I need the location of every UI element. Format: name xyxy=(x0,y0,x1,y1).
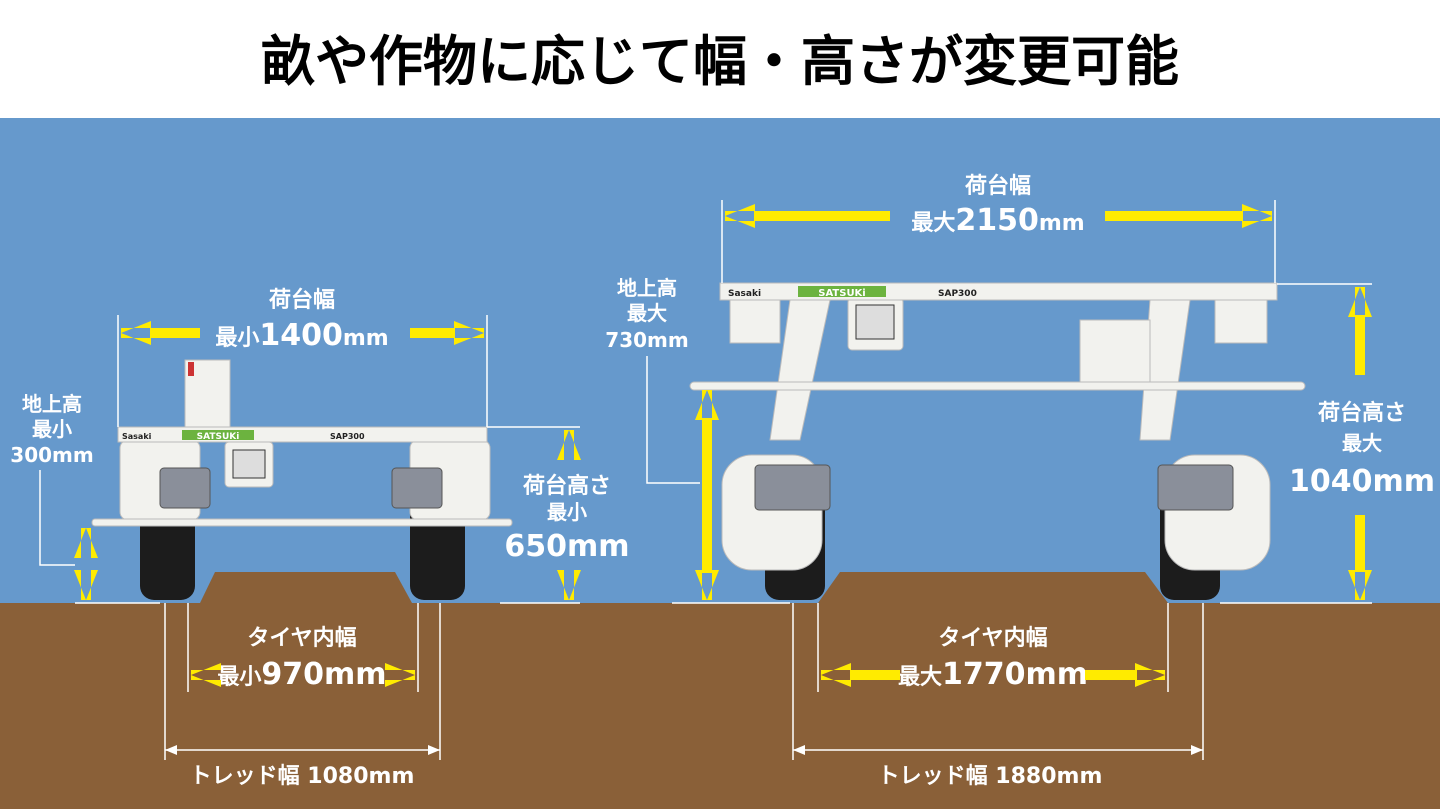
title-band xyxy=(0,0,1440,118)
svg-text:荷台幅: 荷台幅 xyxy=(269,287,335,313)
ridge-right xyxy=(818,572,1168,603)
robot-maximum: SATSUKi Sasaki SAP300 xyxy=(689,282,1306,600)
maker-logo: Sasaki xyxy=(122,432,152,441)
svg-text:地上高: 地上高 xyxy=(617,276,677,300)
svg-text:タイヤ内幅: タイヤ内幅 xyxy=(247,626,356,651)
deck-width-min: 荷台幅 最小1400mm xyxy=(117,287,488,427)
model-name-badge: SATSUKi xyxy=(197,432,240,442)
svg-text:タイヤ内幅: タイヤ内幅 xyxy=(938,626,1047,651)
ground xyxy=(0,603,1440,809)
model-code-badge: SAP300 xyxy=(938,289,977,299)
tread-width-min: トレッド幅 1080mm xyxy=(164,603,441,789)
svg-text:最大2150mm: 最大2150mm xyxy=(911,203,1084,238)
svg-text:地上高: 地上高 xyxy=(22,392,82,416)
svg-text:荷台幅: 荷台幅 xyxy=(965,173,1031,199)
svg-text:最小1400mm: 最小1400mm xyxy=(215,318,388,353)
svg-text:最大: 最大 xyxy=(1342,431,1382,455)
svg-text:300mm: 300mm xyxy=(10,443,93,467)
svg-text:最小: 最小 xyxy=(547,500,587,524)
svg-text:1040mm: 1040mm xyxy=(1289,464,1435,499)
page-title: 畝や作物に応じて幅・高さが変更可能 xyxy=(261,30,1179,93)
tire-inner-width-max: タイヤ内幅 最大1770mm xyxy=(817,603,1169,692)
deck-height-min: 荷台高さ 最小 650mm xyxy=(487,426,630,604)
model-name-badge: SATSUKi xyxy=(818,288,866,299)
svg-text:トレッド幅 1880mm: トレッド幅 1880mm xyxy=(878,764,1103,789)
deck-height-max: 荷台高さ 最大 1040mm xyxy=(1220,283,1435,604)
svg-text:最小970mm: 最小970mm xyxy=(217,657,386,692)
ground-clearance-min: 地上高 最小 300mm xyxy=(10,392,160,604)
svg-text:最大1770mm: 最大1770mm xyxy=(898,657,1088,692)
deck-width-max: 荷台幅 最大2150mm xyxy=(721,173,1276,283)
model-code-badge: SAP300 xyxy=(330,432,365,441)
ground-clearance-max: 地上高 最大 730mm xyxy=(605,276,790,604)
tire-inner-width-min: タイヤ内幅 最小970mm xyxy=(187,603,419,692)
svg-text:荷台高さ: 荷台高さ xyxy=(523,473,611,499)
ridge-left xyxy=(200,572,412,603)
svg-text:最小: 最小 xyxy=(32,417,72,441)
svg-text:トレッド幅 1080mm: トレッド幅 1080mm xyxy=(190,764,415,789)
svg-text:730mm: 730mm xyxy=(605,328,688,352)
robot-minimum: SATSUKi Sasaki SAP300 xyxy=(91,359,513,600)
maker-logo: Sasaki xyxy=(728,289,761,299)
svg-text:荷台高さ: 荷台高さ xyxy=(1318,400,1406,426)
tread-width-max: トレッド幅 1880mm xyxy=(792,603,1204,789)
svg-text:650mm: 650mm xyxy=(504,529,629,564)
svg-text:最大: 最大 xyxy=(627,301,667,325)
